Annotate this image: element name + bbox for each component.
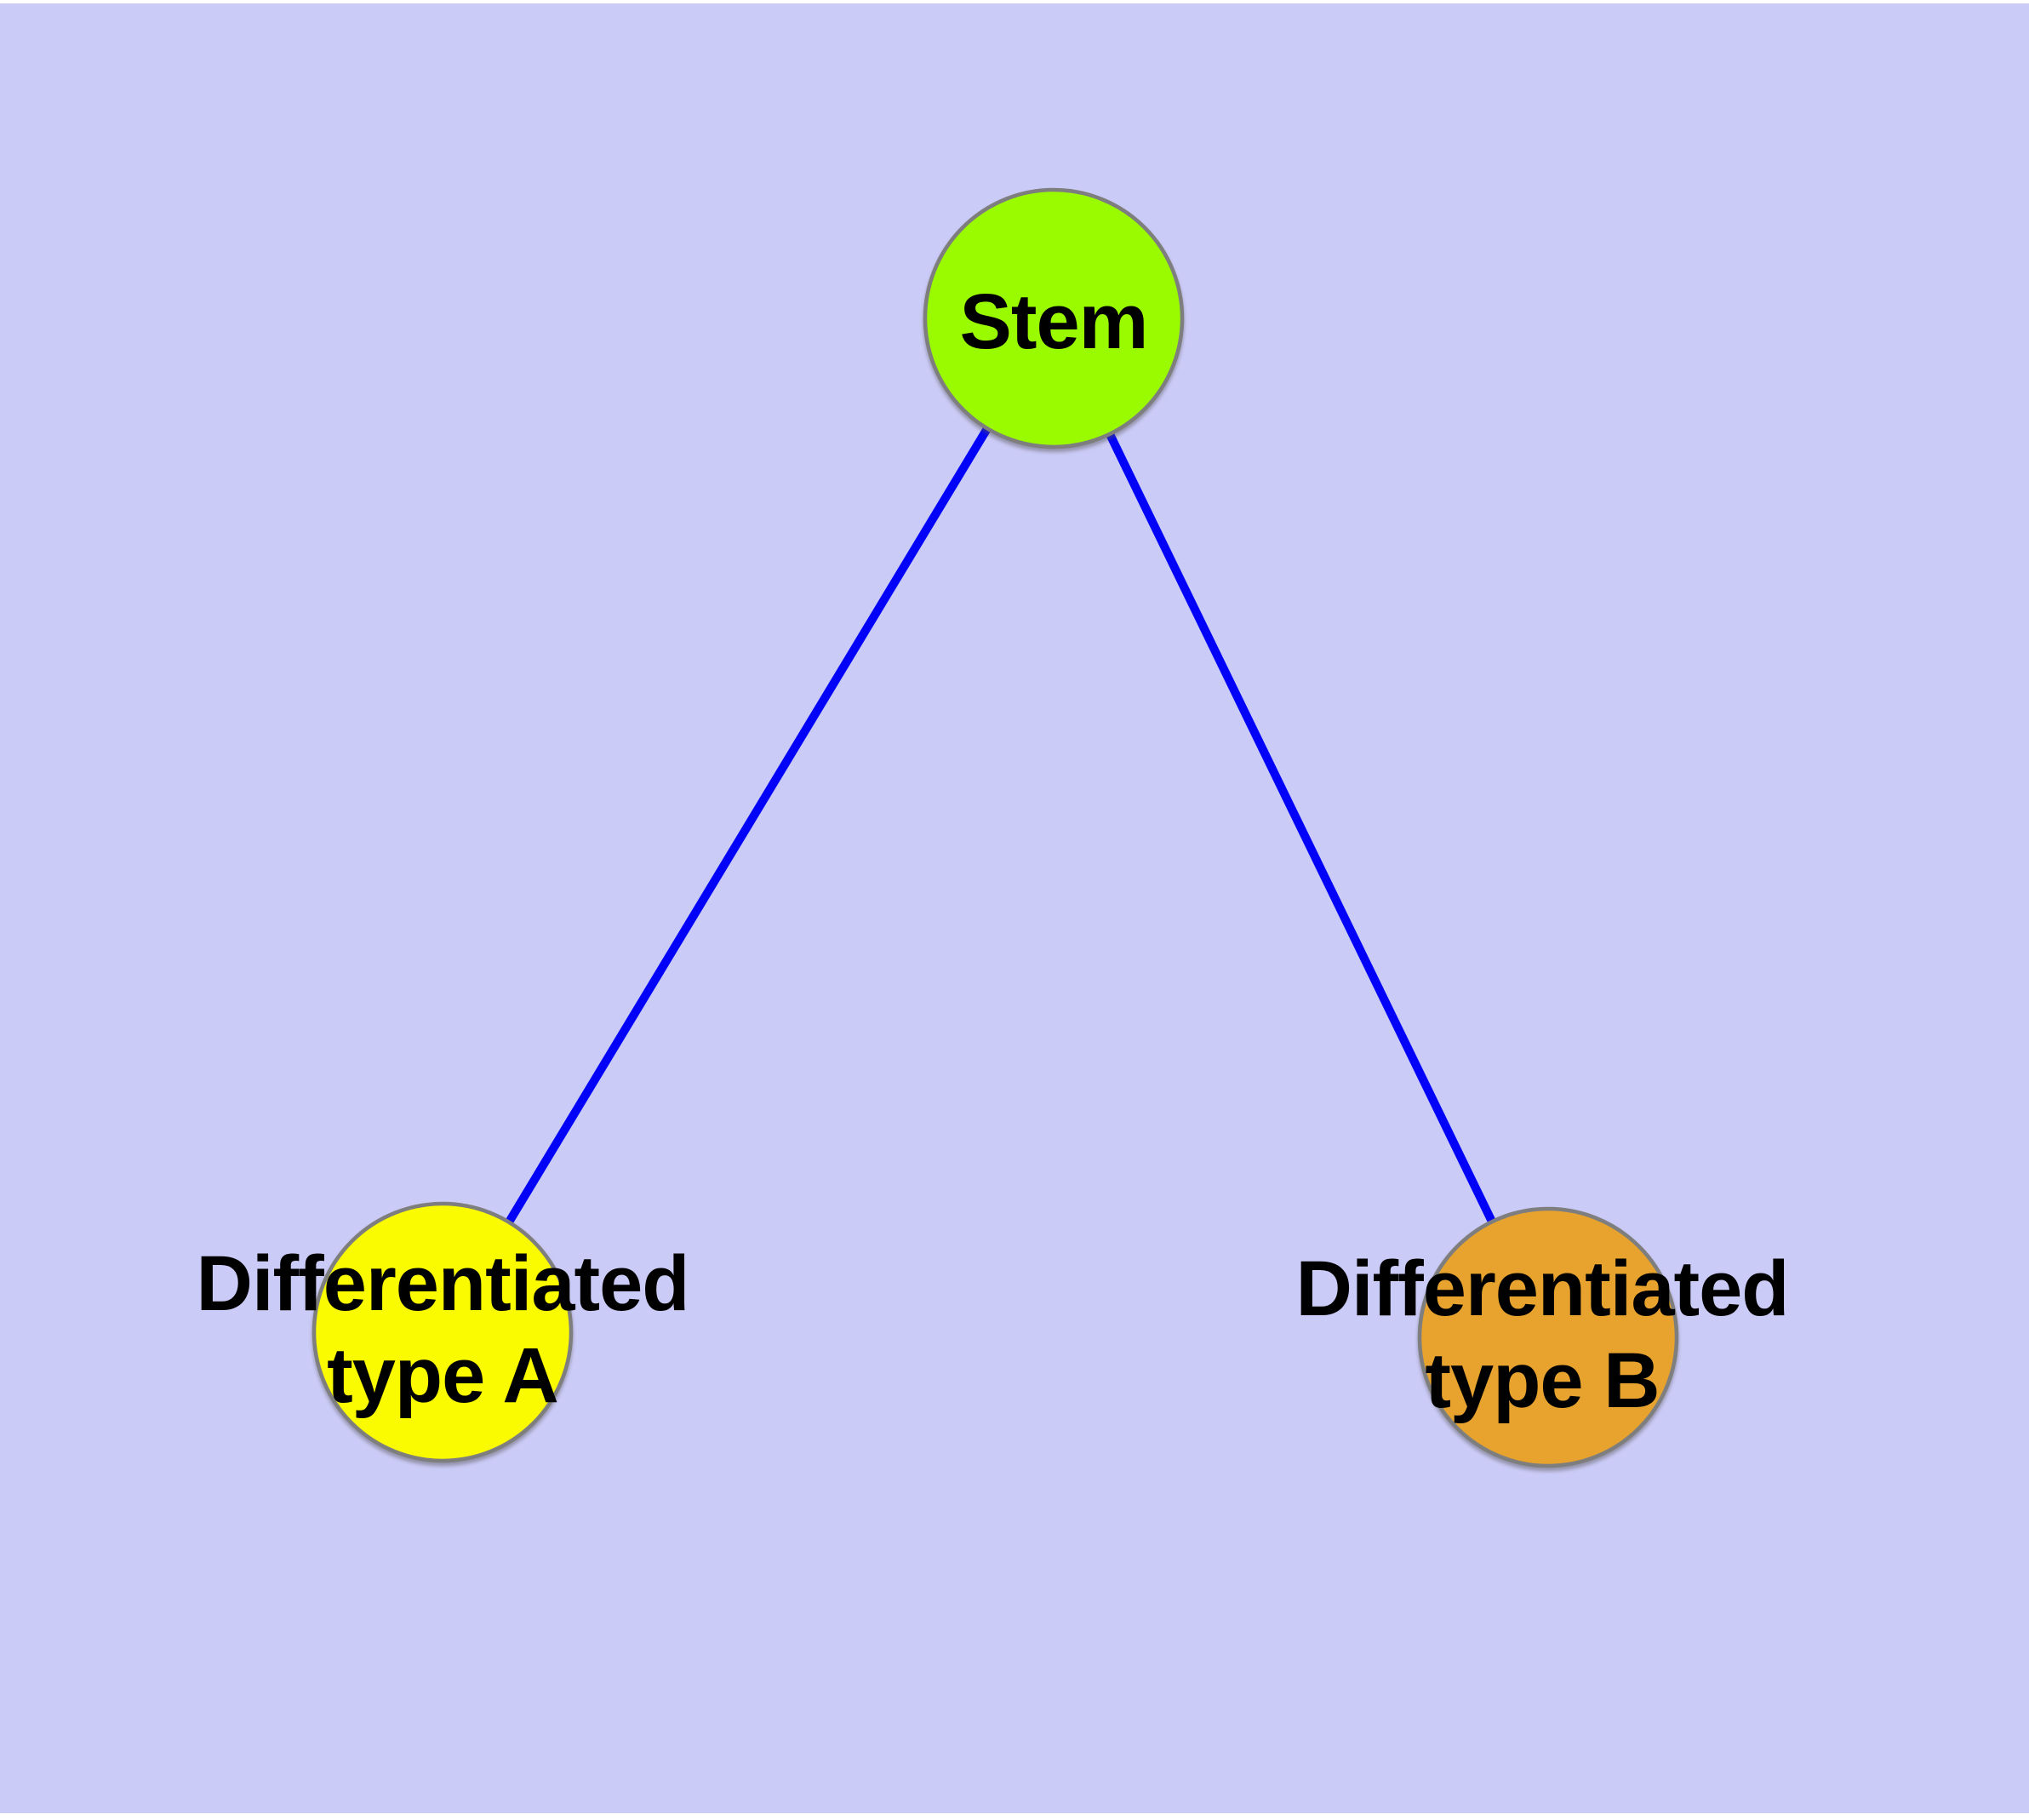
node-stem-label: Stem [959, 276, 1149, 368]
node-type-b-label-line2: type B [1425, 1337, 1660, 1424]
edge-stem-to-type-a [438, 316, 1058, 1335]
node-type-a-label-line1: Differentiated [196, 1240, 690, 1327]
node-type-a-label-line2: type A [327, 1332, 559, 1419]
node-type-a-circle [311, 1201, 574, 1463]
node-type-b-label-line1: Differentiated [1295, 1245, 1790, 1332]
node-type-b-label: Differentiated type B [1295, 1243, 1790, 1427]
node-stem-circle [923, 187, 1185, 449]
node-type-a-label: Differentiated type A [196, 1238, 690, 1422]
edge-stem-to-type-b [1049, 316, 1552, 1340]
node-stem-label-line1: Stem [959, 278, 1149, 365]
node-type-b-circle [1417, 1206, 1679, 1468]
